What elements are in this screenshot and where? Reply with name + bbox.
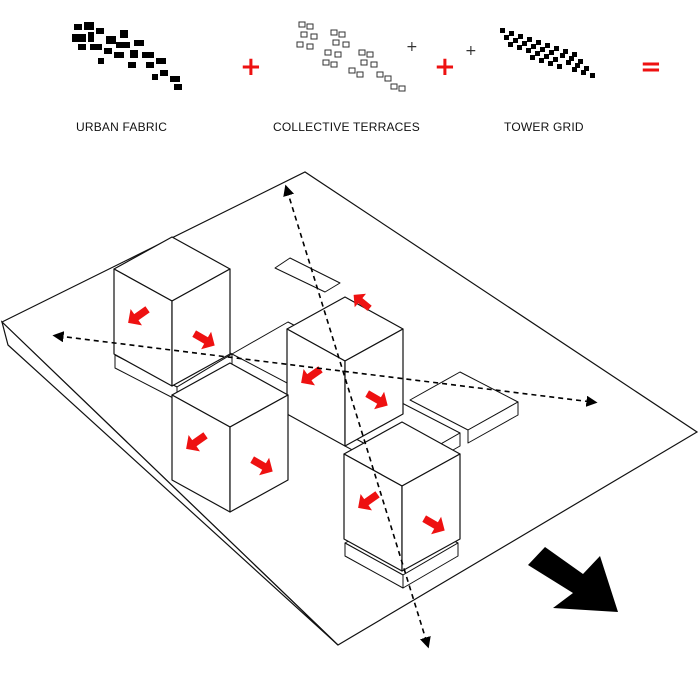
tower-grid-dot: [504, 35, 509, 40]
tower-grid-dot: [581, 70, 586, 75]
equals-operator: =: [640, 52, 662, 82]
red-arrow-icon: [250, 456, 273, 476]
tower-grid-dot: [572, 67, 577, 72]
tower-grid-dot: [539, 58, 544, 63]
tower-grid-dot: [590, 73, 595, 78]
tower-grid-dot: [566, 60, 571, 65]
plus-operator-small: +: [465, 43, 477, 59]
tower-grid-dot: [518, 34, 523, 39]
tower-cube: [343, 421, 461, 572]
tower-grid-dot: [509, 31, 514, 36]
slope-direction-arrow: [528, 547, 618, 612]
tower-grid-dot: [544, 54, 549, 59]
tower-grid-dot: [572, 52, 577, 57]
plus-operator-small: +: [406, 39, 418, 55]
tower-grid-dot: [549, 50, 554, 55]
tower-grid-dot: [584, 66, 589, 71]
tower-grid-dot: [522, 41, 527, 46]
legend-label-urban-fabric: URBAN FABRIC: [76, 120, 168, 134]
tower-grid-dot: [553, 57, 558, 62]
urban-fabric-glyph: [72, 22, 182, 90]
red-arrow-icon: [128, 306, 150, 326]
legend-label-tower-grid: TOWER GRID: [504, 120, 584, 134]
tower-cube: [171, 362, 289, 513]
tower-grid-dot: [575, 63, 580, 68]
tower-grid-dot: [554, 46, 559, 51]
tower-grid-dot: [535, 51, 540, 56]
plus-operator: +: [434, 52, 456, 82]
red-arrow-icon: [186, 432, 208, 452]
tower-grid-dot: [563, 49, 568, 54]
tower-grid-dot: [531, 44, 536, 49]
tower-grid-dot: [548, 61, 553, 66]
axis-line-north-south: [283, 184, 431, 649]
collective-terraces-glyph: [296, 21, 406, 92]
tower-grid-dot: [578, 59, 583, 64]
tower-grid-dot: [569, 56, 574, 61]
plus-operator: +: [240, 52, 262, 82]
legend-label-collective-terraces: COLLECTIVE TERRACES: [273, 120, 420, 134]
tower-grid-dot: [513, 38, 518, 43]
tower-grid-dot: [527, 37, 532, 42]
tower-grid-dot: [500, 28, 505, 33]
circulation-axes: [52, 184, 598, 649]
tower-grid-dot: [545, 43, 550, 48]
tower-grid-dot: [536, 40, 541, 45]
tower-grid-dot: [530, 55, 535, 60]
tower-cube: [113, 236, 231, 387]
tower-grid-dot: [560, 53, 565, 58]
tower-grid-dot: [517, 45, 522, 50]
tower-grid-dot: [526, 48, 531, 53]
tower-grid-dot: [540, 47, 545, 52]
tower-grid-glyph: [500, 28, 595, 78]
tower-grid-dot: [508, 42, 513, 47]
tower-grid-dot: [557, 64, 562, 69]
